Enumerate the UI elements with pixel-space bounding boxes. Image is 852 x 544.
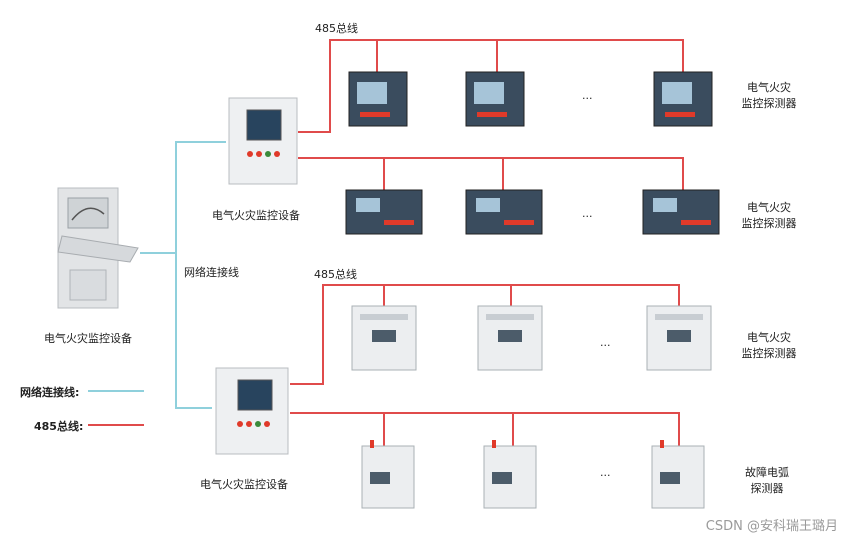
row2-label-line1: 电气火灾 bbox=[747, 201, 791, 214]
row4-label-line1: 故障电弧 bbox=[745, 466, 789, 479]
bus-label-mid: 485总线 bbox=[314, 268, 357, 281]
row2-label-line2: 监控探测器 bbox=[741, 217, 797, 230]
network-line-main bbox=[140, 141, 226, 254]
network-line-label: 网络连接线 bbox=[184, 266, 239, 279]
detector-r2-2 bbox=[465, 189, 543, 235]
row2-detector-label: 电气火灾 监控探测器 bbox=[734, 200, 804, 232]
bus-line-row1 bbox=[298, 39, 684, 133]
row4-detector-label: 故障电弧 探测器 bbox=[732, 465, 802, 497]
detector-r2-3 bbox=[642, 189, 720, 235]
monitor-top-label: 电气火灾监控设备 bbox=[212, 209, 300, 222]
detector-r3-3 bbox=[646, 305, 712, 371]
detector-r1-2 bbox=[465, 71, 525, 127]
row3-detector-label: 电气火灾 监控探测器 bbox=[734, 330, 804, 362]
network-line-lower bbox=[175, 253, 212, 409]
row2-detectors bbox=[345, 189, 720, 235]
detector-r3-2 bbox=[477, 305, 543, 371]
monitor-cabinet-bottom bbox=[215, 367, 289, 455]
legend-network-label: 网络连接线: bbox=[20, 386, 80, 399]
row4-detectors bbox=[361, 440, 705, 509]
row3-label-line2: 监控探测器 bbox=[741, 347, 797, 360]
watermark: CSDN @安科瑞王璐月 bbox=[705, 519, 838, 534]
row1-label-line2: 监控探测器 bbox=[741, 97, 797, 110]
bus-line-row2 bbox=[298, 157, 684, 190]
detector-r3-1 bbox=[351, 305, 417, 371]
host-pc-cabinet bbox=[57, 187, 139, 309]
detector-r4-3 bbox=[651, 440, 705, 509]
row4-label-line2: 探测器 bbox=[750, 482, 784, 495]
row3-detectors bbox=[351, 305, 712, 371]
legend-bus-label: 485总线: bbox=[34, 420, 84, 433]
bus-line-row3 bbox=[290, 284, 680, 385]
row3-label-line1: 电气火灾 bbox=[747, 331, 791, 344]
detector-r1-3 bbox=[653, 71, 713, 127]
detector-r2-1 bbox=[345, 189, 423, 235]
row1-detector-label: 电气火灾 监控探测器 bbox=[734, 80, 804, 112]
monitor-bottom-label: 电气火灾监控设备 bbox=[200, 478, 288, 491]
bus-lines bbox=[290, 39, 684, 446]
ellipsis-row3: ... bbox=[600, 336, 611, 349]
detector-r4-2 bbox=[483, 440, 537, 509]
ellipsis-row4: ... bbox=[600, 466, 611, 479]
network-lines bbox=[140, 141, 226, 409]
detector-r4-1 bbox=[361, 440, 415, 509]
ellipsis-row1: ... bbox=[582, 89, 593, 102]
monitor-cabinet-top bbox=[228, 97, 298, 185]
bus-label-top: 485总线 bbox=[315, 22, 358, 35]
bus-line-row4 bbox=[290, 412, 680, 446]
row1-label-line1: 电气火灾 bbox=[747, 81, 791, 94]
ellipsis-row2: ... bbox=[582, 207, 593, 220]
detector-r1-1 bbox=[348, 71, 408, 127]
host-pc-label: 电气火灾监控设备 bbox=[44, 332, 132, 345]
row1-detectors bbox=[348, 71, 713, 127]
